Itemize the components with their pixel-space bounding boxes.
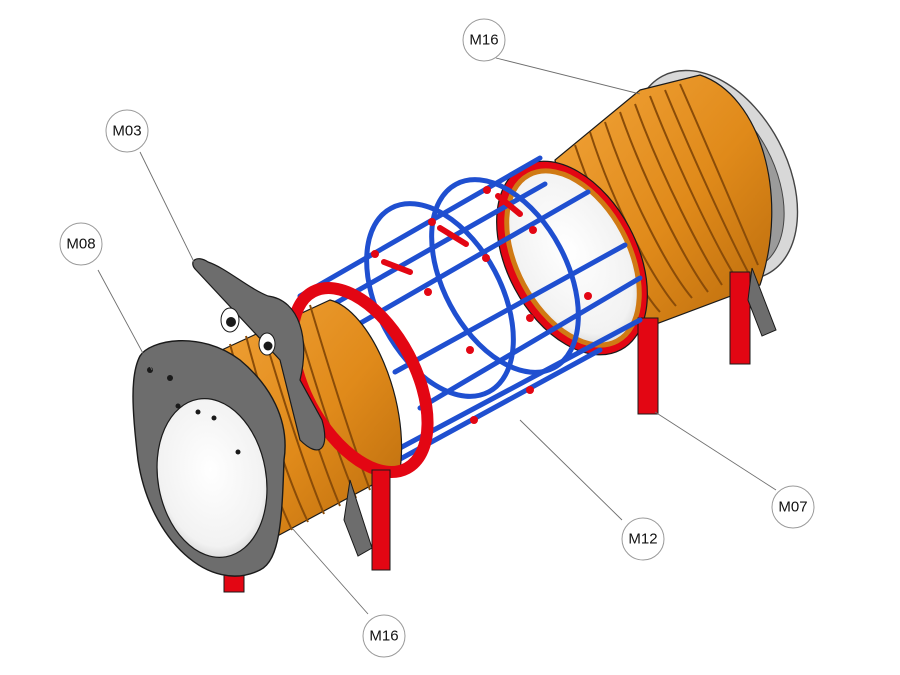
callout-label: M16 — [369, 628, 398, 645]
callout-m07: M07 — [771, 485, 815, 529]
right-leg-back — [729, 271, 751, 365]
callout-m16-bottom: M16 — [362, 614, 406, 658]
leader-m07 — [654, 411, 777, 491]
callout-m12: M12 — [621, 517, 665, 561]
leader-m16-bottom — [291, 527, 369, 615]
leader-m12 — [519, 419, 623, 521]
left-leg-back — [371, 469, 391, 571]
tail-panel — [747, 267, 777, 337]
leader-m08 — [97, 269, 153, 371]
callout-m08: M08 — [59, 222, 103, 266]
callout-label: M08 — [66, 236, 95, 253]
hippo-face-opening — [156, 398, 268, 558]
net-joints — [371, 186, 592, 424]
leader-m03 — [139, 151, 197, 267]
hind-leg-panel — [343, 479, 373, 557]
callout-label: M03 — [112, 123, 141, 140]
callout-m03: M03 — [105, 109, 149, 153]
callout-m16-top: M16 — [462, 18, 506, 62]
net-red-sleeves — [381, 193, 523, 275]
callout-label: M16 — [469, 32, 498, 49]
callout-label: M12 — [628, 531, 657, 548]
hippo-face-panel — [132, 339, 286, 577]
leader-m16-top — [495, 57, 641, 95]
leader-lines — [97, 57, 777, 615]
callout-label: M07 — [778, 499, 807, 516]
hippo-ears-panel — [192, 258, 326, 451]
right-leg-front — [637, 317, 659, 415]
